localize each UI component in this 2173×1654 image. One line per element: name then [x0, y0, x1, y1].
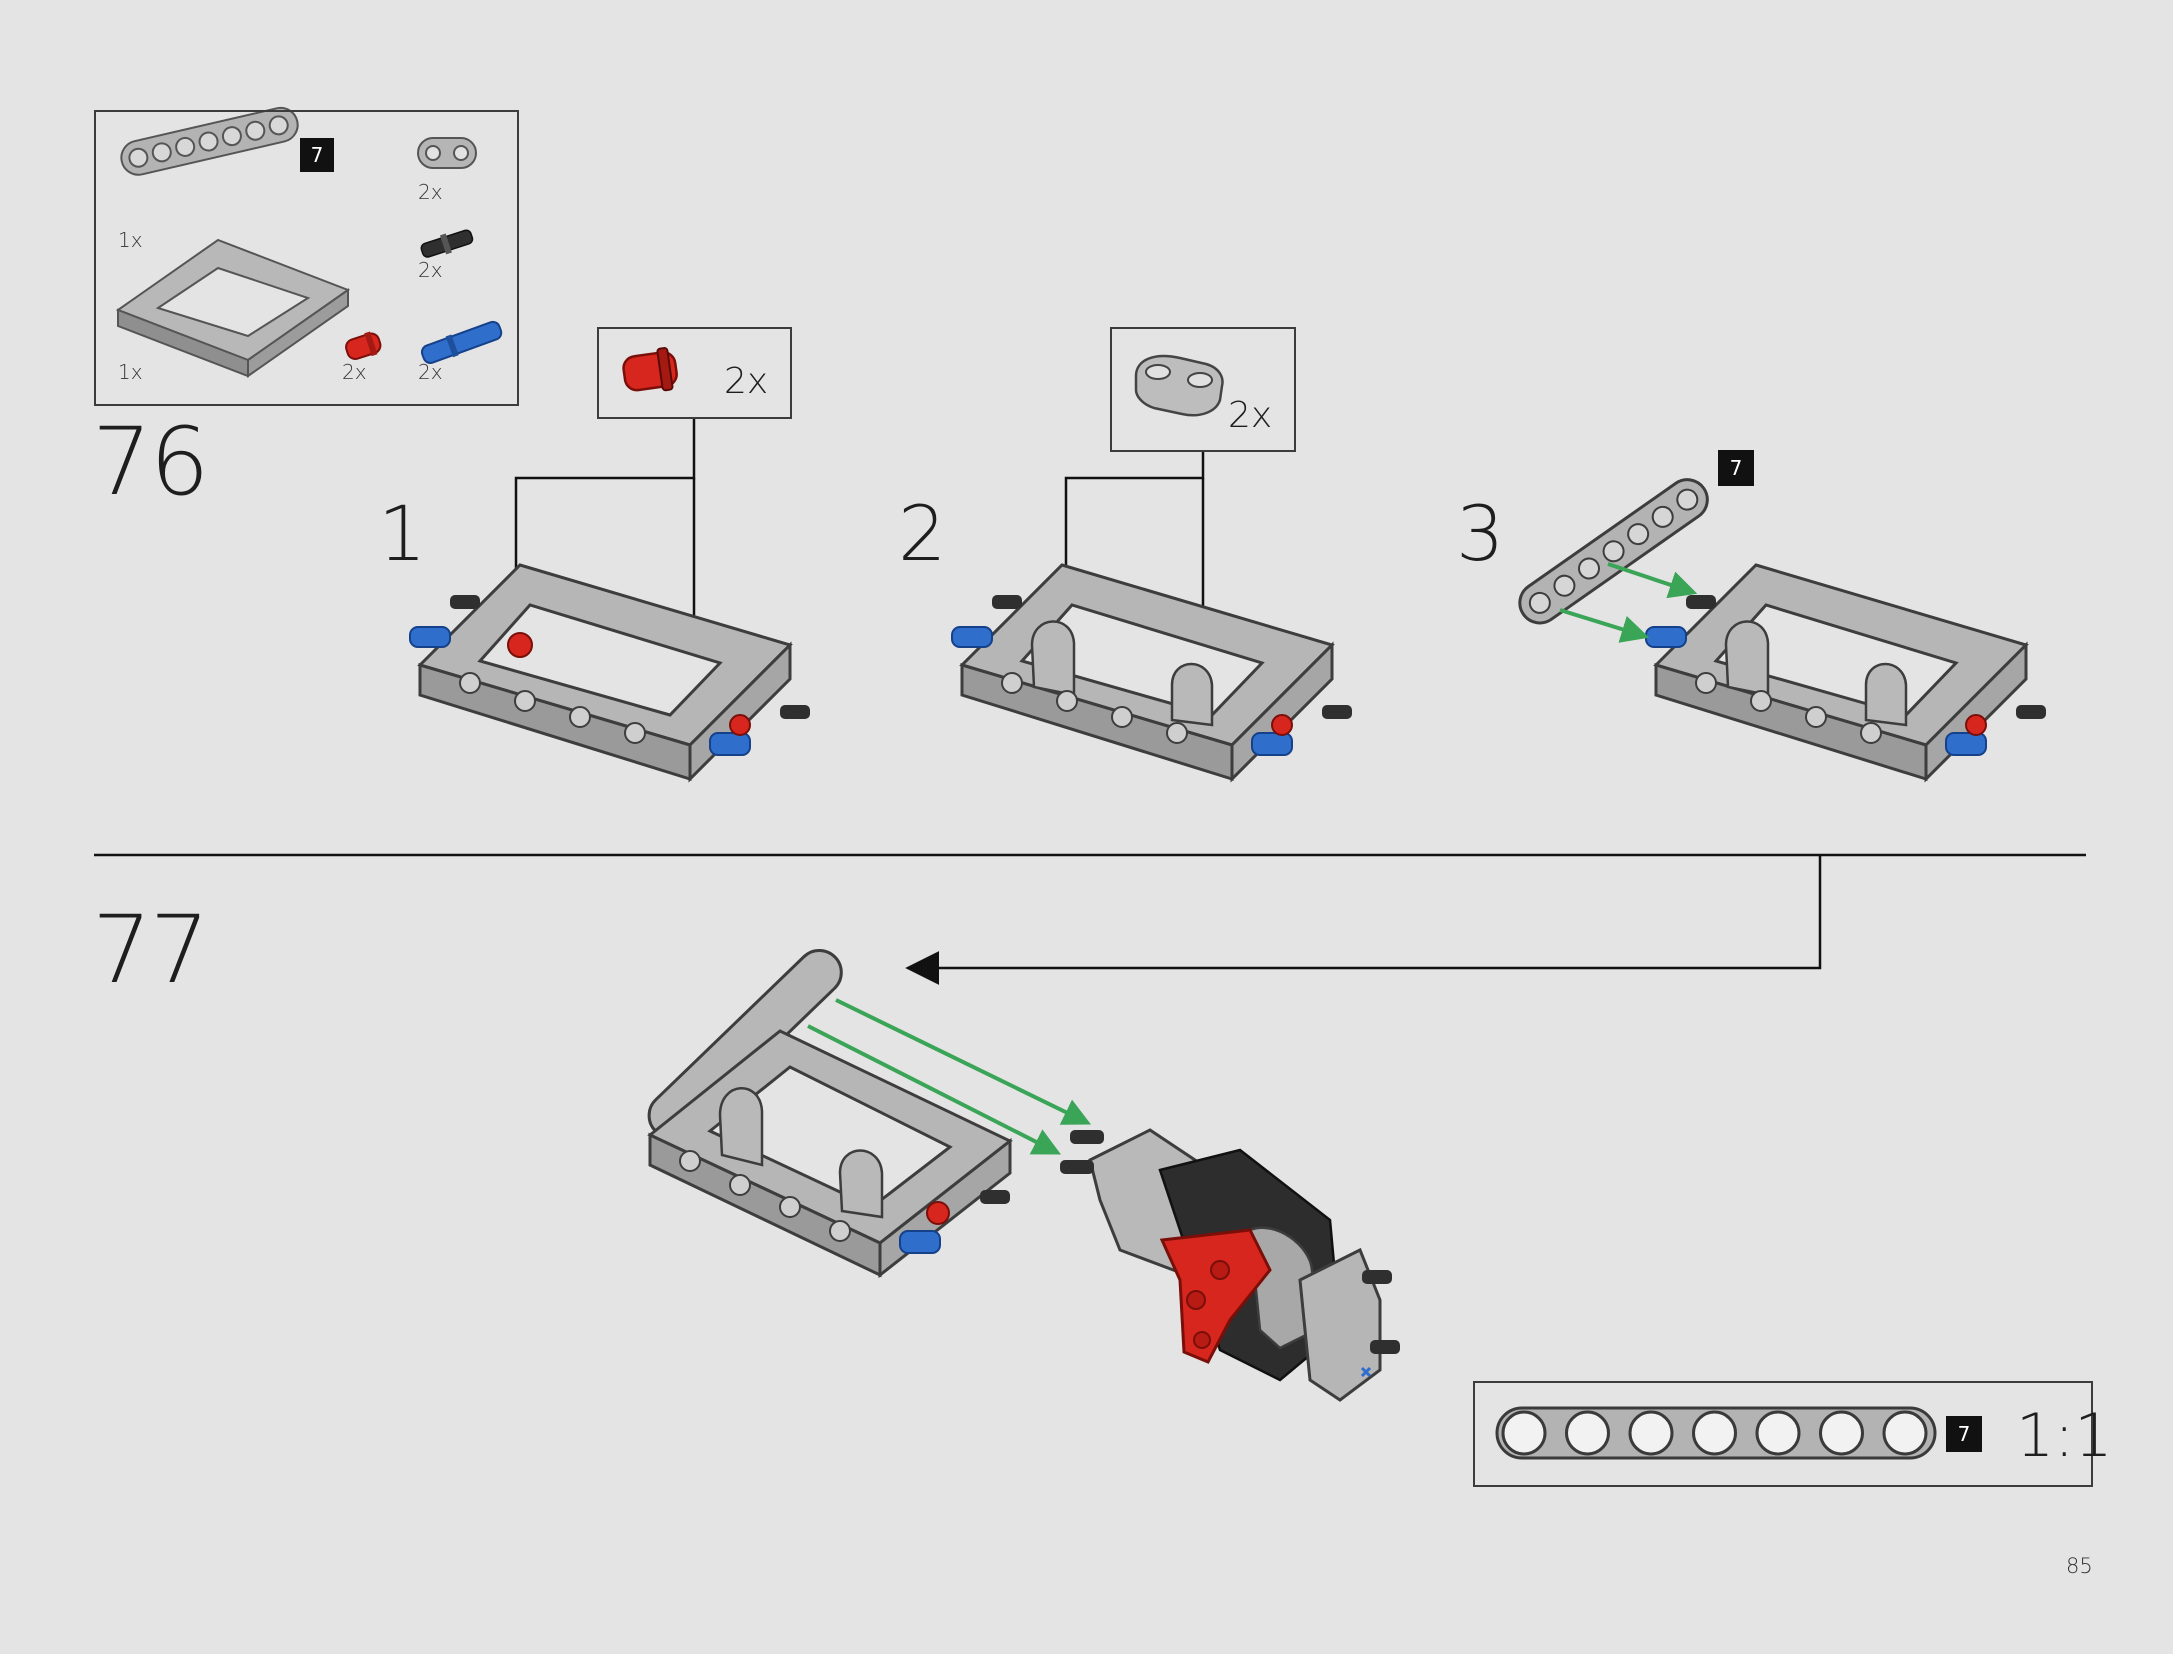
ruler-hole: [1882, 1410, 1928, 1456]
parts-list-box: [94, 110, 519, 406]
substep-number-1: 1: [378, 489, 427, 578]
parts-list-qty-red-pin: 2x: [342, 360, 367, 384]
callout-box-substep-2: [1110, 327, 1296, 452]
parts-list-qty-beam: 1x: [118, 228, 143, 252]
frame-assembly-2: [951, 563, 1352, 783]
substep3-green-arrows: [1559, 562, 1698, 643]
substep3-beam: [1518, 478, 1709, 625]
scale-ruler-scale-label: 1:1: [2016, 1401, 2113, 1471]
step77-sub-assembly: [1060, 1128, 1400, 1402]
ruler-hole: [1755, 1410, 1801, 1456]
substep-number-2: 2: [898, 489, 947, 578]
step77-green-arrows: [807, 998, 1092, 1155]
page-number: 85: [2066, 1554, 2093, 1578]
parts-list-qty-connector: 2x: [418, 180, 443, 204]
frame-assembly-3: [1645, 563, 2046, 783]
substep-number-3: 3: [1456, 489, 1505, 578]
callout-red-pin-art: [622, 347, 678, 392]
step-number-76: 76: [92, 408, 210, 517]
ruler-hole: [1628, 1410, 1674, 1456]
scale-ruler-length-badge: 7: [1946, 1416, 1982, 1452]
scale-ruler-beam: [1495, 1406, 1937, 1460]
callout-qty-substep-2: 2x: [1228, 395, 1273, 436]
callout-qty-substep-1: 2x: [724, 361, 769, 402]
ruler-hole: [1565, 1410, 1610, 1456]
callout-connector-art: [1134, 354, 1224, 417]
step77-transfer-arrow: [905, 855, 1822, 985]
parts-list-beam-length-badge: 7: [300, 138, 334, 172]
parts-list-qty-frame: 1x: [118, 360, 143, 384]
frame-assembly-1: [409, 563, 810, 783]
substep3-beam-length-badge: 7: [1718, 450, 1754, 486]
step-number-77: 77: [92, 896, 210, 1005]
ruler-hole: [1692, 1410, 1737, 1456]
ruler-hole: [1501, 1410, 1547, 1456]
parts-list-qty-black-pin: 2x: [418, 258, 443, 282]
step77-frame-assembly: [647, 948, 1013, 1279]
scale-ruler-box: [1473, 1381, 2093, 1487]
callout-box-substep-1: [597, 327, 792, 419]
ruler-hole: [1819, 1410, 1864, 1456]
parts-list-qty-blue-axle-pin: 2x: [418, 360, 443, 384]
parts-list-art: [115, 106, 503, 378]
